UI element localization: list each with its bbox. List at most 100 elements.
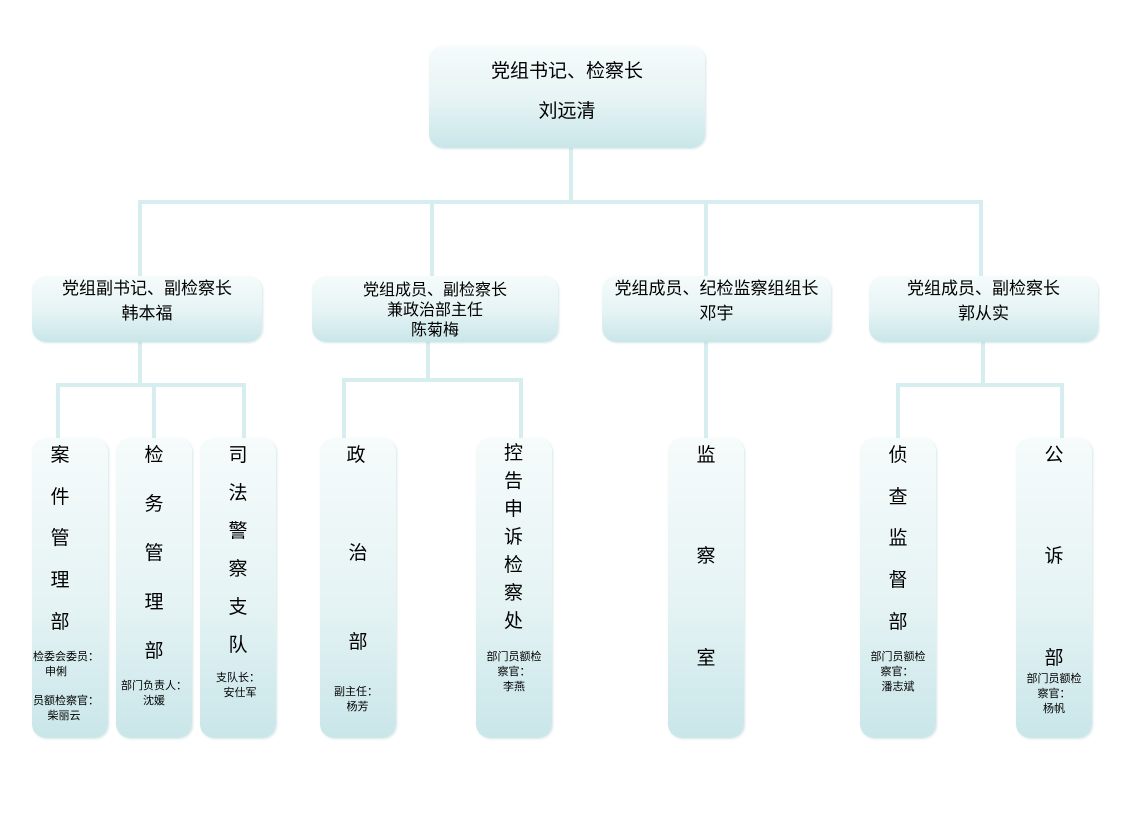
connector-line [56,383,60,438]
dept-note: 杨芳 [346,700,369,713]
dept-note: 察官： [880,665,914,678]
branch-name: 韩本福 [121,304,173,324]
dept-name-char: 处 [503,610,523,632]
chief-title: 党组书记、检察长 [490,60,643,82]
chief-name: 刘远清 [538,100,596,122]
dept-note: 支队长： [216,671,260,684]
dept-note: 杨帆 [1043,702,1065,715]
connector-line [981,342,985,386]
branch-name: 陈菊梅 [410,320,459,339]
dept-name-char: 察 [503,582,523,604]
dept-name-char: 查 [888,486,908,508]
dept-supervision: 监 察 室 [668,438,744,738]
dept-name-char: 部 [1044,647,1064,669]
dept-name-char: 理 [144,591,164,613]
connector-line [138,200,142,276]
dept-name-char: 察 [696,545,716,567]
branch-title: 党组成员、副检察长 [907,279,1060,299]
connector-line [426,342,430,382]
dept-name-char: 部 [144,640,164,662]
dept-judicial-police: 司 法 警 察 支 队 支队长： 安仕军 [200,438,276,738]
dept-note: 察官： [1037,687,1071,700]
dept-affairs-management: 检 务 管 理 部 部门负责人： 沈媛 [116,438,192,738]
connector-line [242,383,246,438]
dept-name-char: 监 [888,527,908,549]
connector-line [138,200,983,204]
connector-line [896,383,900,438]
dept-name-char: 理 [50,569,70,591]
branch-title: 党组副书记、副检察长 [62,279,232,299]
dept-name-char: 治 [348,542,368,564]
connector-line [138,342,142,386]
dept-name-char: 部 [348,631,368,653]
dept-name-char: 队 [228,634,248,656]
dept-note: 李燕 [503,680,525,693]
chief-procurator-box: 党组书记、检察长 刘远清 [429,46,705,148]
dept-name-char: 申 [503,498,523,520]
dept-name-char: 务 [144,493,164,515]
dept-name-char: 司 [228,444,248,466]
branch-name: 邓宇 [699,304,734,324]
dept-note: 副主任： [334,685,378,698]
dept-political: 政 治 部 副主任： 杨芳 [320,438,396,738]
branch-box-discipline: 党组成员、纪检监察组组长 邓宇 [602,276,831,342]
dept-name-char: 管 [144,542,164,564]
dept-name-char: 检 [144,444,164,466]
connector-line [569,148,573,204]
dept-note: 部门员额检 [486,650,542,663]
dept-name-char: 部 [50,611,70,633]
dept-name-char: 督 [888,569,908,591]
dept-note: 部门负责人： [121,679,187,692]
dept-name-char: 诉 [1044,545,1064,567]
connector-line [1060,383,1064,438]
dept-note: 员额检察官： [33,694,99,707]
dept-note: 柴丽云 [47,709,81,722]
dept-note: 申俐 [45,665,67,678]
dept-name-char: 察 [228,558,248,580]
dept-investigation-supervision: 侦 查 监 督 部 部门员额检 察官： 潘志斌 [860,438,936,738]
dept-name-char: 公 [1044,444,1064,466]
branch-title: 党组成员、纪检监察组组长 [614,279,819,299]
dept-note: 察官： [497,665,531,678]
connector-line [519,378,523,438]
dept-note: 沈媛 [143,694,165,707]
connector-line [342,378,523,382]
dept-name-char: 诉 [503,526,523,548]
connector-line [152,383,156,438]
dept-name-char: 管 [50,527,70,549]
connector-line [979,200,983,276]
dept-name-char: 监 [696,444,716,466]
dept-complaint-appeal: 控 告 申 诉 检 察 处 部门员额检 察官： 李燕 [476,438,552,738]
dept-name-char: 侦 [888,444,908,466]
dept-name-char: 政 [346,444,366,466]
branch-box-deputy-secretary: 党组副书记、副检察长 韩本福 [32,276,262,342]
dept-name-char: 法 [228,482,248,504]
connector-line [342,378,346,438]
dept-name-char: 警 [228,520,248,542]
branch-title: 党组成员、副检察长 [362,280,507,299]
dept-name-char: 部 [888,611,908,633]
connector-line [704,342,708,438]
dept-public-prosecution: 公 诉 部 部门员额检 察官： 杨帆 [1016,438,1092,738]
dept-note: 潘志斌 [881,680,915,693]
dept-case-management: 案 件 管 理 部 检委会委员： 申俐 员额检察官： 柴丽云 [32,438,108,738]
branch-box-deputy-procurator: 党组成员、副检察长 郭从实 [869,276,1098,342]
dept-note: 安仕军 [223,686,257,699]
dept-note: 部门员额检 [1026,672,1082,685]
dept-name-char: 件 [50,486,70,508]
dept-note: 部门员额检 [870,650,926,663]
dept-name-char: 控 [503,442,523,464]
connector-line [56,383,246,387]
branch-subtitle: 兼政治部主任 [386,300,483,319]
dept-name-char: 告 [503,470,523,492]
dept-name-char: 检 [503,554,523,576]
dept-note: 检委会委员： [33,650,99,663]
connector-line [430,200,434,276]
dept-name-char: 案 [50,444,70,466]
dept-name-char: 支 [228,596,248,618]
branch-name: 郭从实 [958,304,1009,324]
connector-line [896,383,1064,387]
branch-box-political-dept: 党组成员、副检察长 兼政治部主任 陈菊梅 [312,276,558,342]
dept-name-char: 室 [696,647,716,669]
connector-line [704,200,708,276]
